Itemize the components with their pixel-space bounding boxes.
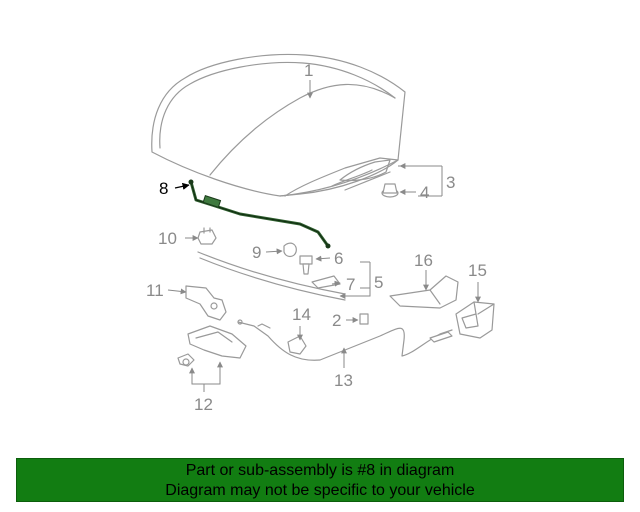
callout-8: 8 — [159, 179, 168, 198]
callout-13: 13 — [334, 371, 353, 390]
cable-clip — [287, 335, 307, 355]
release-cable — [237, 319, 453, 361]
callout-7: 7 — [346, 275, 355, 294]
hood-seal-strip — [197, 251, 346, 301]
callout-1: 1 — [304, 61, 313, 80]
plug-part-2 — [359, 313, 369, 325]
bracket-part-16 — [389, 275, 459, 309]
hood-latch — [185, 285, 227, 321]
callout-14: 14 — [292, 305, 311, 324]
leader-lines — [167, 80, 481, 392]
clip-part-10 — [197, 227, 217, 245]
bracket-part-15 — [455, 301, 495, 339]
banner-line-2: Diagram may not be specific to your vehi… — [165, 482, 475, 499]
seal-part-7 — [311, 275, 341, 289]
callout-5: 5 — [374, 273, 383, 292]
callout-3: 3 — [446, 173, 455, 192]
hood-panel — [151, 53, 406, 197]
callout-16: 16 — [414, 251, 433, 270]
parts-diagram: 1 3 4 8 10 9 6 7 5 16 15 11 14 2 13 12 — [146, 53, 495, 414]
clip-part-9 — [283, 242, 297, 258]
hood-support-rod — [188, 179, 331, 249]
hood-bumper-stop — [381, 183, 399, 198]
callout-9: 9 — [252, 243, 261, 262]
callout-4: 4 — [420, 183, 429, 202]
callout-11: 11 — [146, 281, 164, 300]
retainer-part-6 — [299, 255, 313, 275]
callout-10: 10 — [158, 229, 177, 248]
callout-15: 15 — [468, 261, 487, 280]
latch-assembly — [177, 325, 247, 367]
banner-line-1: Part or sub-assembly is #8 in diagram — [185, 462, 455, 479]
callout-2: 2 — [332, 311, 341, 330]
callout-6: 6 — [334, 249, 343, 268]
info-banner: Part or sub-assembly is #8 in diagram Di… — [16, 458, 624, 502]
callout-12: 12 — [194, 395, 213, 414]
